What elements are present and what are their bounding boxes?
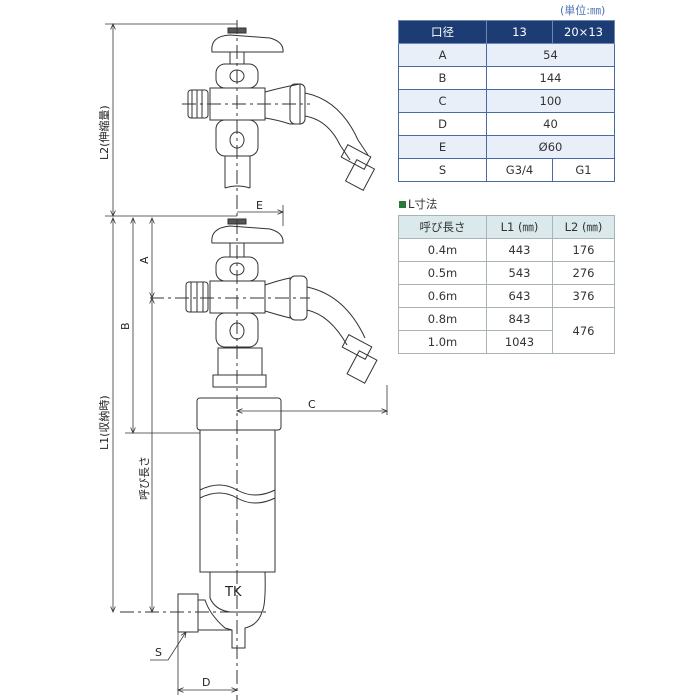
row-value: 40 (486, 112, 615, 136)
row-value: 144 (486, 66, 615, 90)
row-value-20x13: G1 (552, 158, 615, 182)
cell-l1: 443 (486, 238, 553, 262)
label-S: S (155, 646, 162, 659)
table-header-row: 呼び長さ L1 (㎜) L2 (㎜) (398, 215, 615, 239)
cell-l1: 543 (486, 261, 553, 285)
cell-nominal: 0.8m (398, 307, 487, 331)
label-D: D (202, 676, 210, 689)
header-20x13: 20×13 (552, 20, 615, 44)
cell-l1: 1043 (486, 330, 553, 354)
cell-nominal: 0.5m (398, 261, 487, 285)
cell-l2: 176 (552, 238, 615, 262)
row-label: E (398, 135, 487, 159)
header-l1: L1 (㎜) (486, 215, 553, 239)
row-label: S (398, 158, 487, 182)
cell-l1: 643 (486, 284, 553, 308)
row-label: B (398, 66, 487, 90)
label-L1: L1(収納時) (98, 395, 111, 450)
cell-nominal: 0.4m (398, 238, 487, 262)
cell-nominal: 0.6m (398, 284, 487, 308)
label-E: E (256, 199, 263, 212)
brand-mark: TK (224, 585, 242, 600)
l-table-title: L寸法 (399, 196, 437, 212)
label-nominal-length: 呼び長さ (138, 456, 151, 500)
label-C: C (308, 398, 316, 411)
faucet-stored: TK (177, 218, 378, 649)
cell-l1: 843 (486, 307, 553, 331)
cell-l2: 276 (552, 261, 615, 285)
center-lines (120, 20, 310, 700)
header-l2: L2 (㎜) (552, 215, 615, 239)
header-nominal: 呼び長さ (398, 215, 487, 239)
row-label: C (398, 89, 487, 113)
row-value: 54 (486, 43, 615, 67)
row-value-13: G3/4 (486, 158, 553, 182)
cell-l2: 476 (552, 307, 615, 354)
label-L2: L2(伸縮量) (97, 105, 111, 160)
l-table-title-text: L寸法 (408, 197, 438, 211)
cell-l2: 376 (552, 284, 615, 308)
row-value: Ø60 (486, 135, 615, 159)
row-label: A (398, 43, 487, 67)
unit-label: (単位:㎜) (560, 4, 606, 17)
header-bore: 口径 (398, 20, 487, 44)
header-13: 13 (486, 20, 553, 44)
faucet-extended (187, 27, 376, 191)
square-bullet-icon (399, 201, 406, 208)
row-label: D (398, 112, 487, 136)
table-header-row: 口径 13 20×13 (398, 20, 615, 44)
label-B: B (119, 322, 132, 330)
row-value: 100 (486, 89, 615, 113)
cell-nominal: 1.0m (398, 330, 487, 354)
dimension-lines (105, 24, 387, 695)
label-A: A (138, 256, 151, 264)
